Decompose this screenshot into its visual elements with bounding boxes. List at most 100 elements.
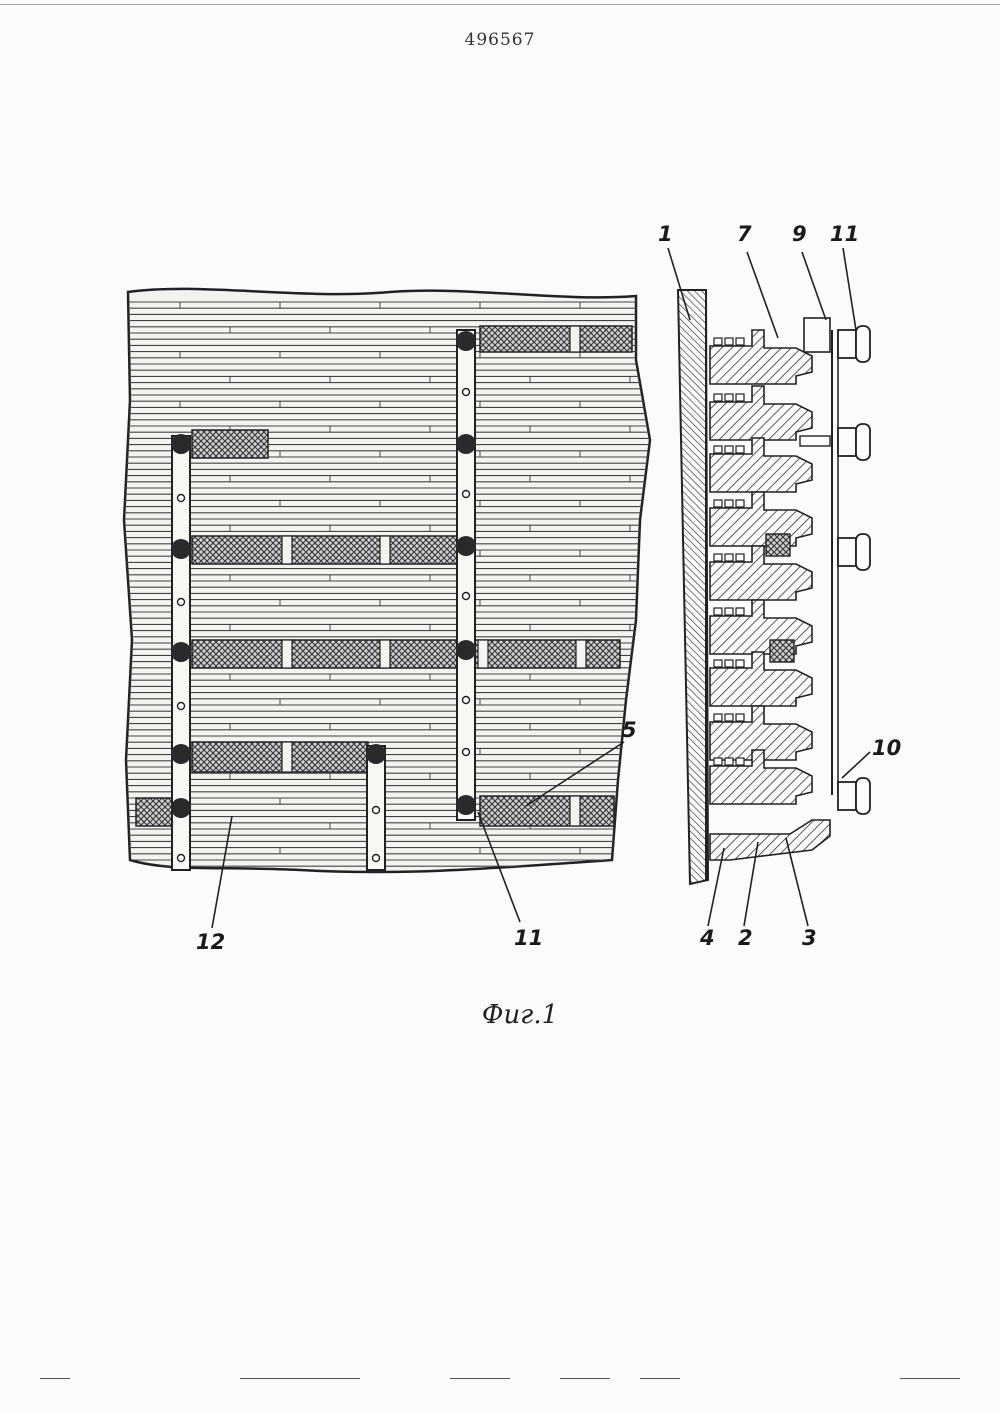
bolt-hole [178,855,185,862]
label-2: 2 [738,926,753,950]
scan-mark [560,1378,610,1379]
label-12: 12 [196,930,225,954]
stud-anchor [171,434,191,454]
panel-divider [570,796,580,826]
small-cell [736,338,744,345]
small-cell [714,758,722,765]
figure-caption: Фиг.1 [420,1000,620,1030]
small-cell [714,338,722,345]
bolt-hole [463,697,470,704]
panel-divider [380,640,390,668]
panel-divider [282,640,292,668]
bolt-hole [463,749,470,756]
small-cell [736,554,744,561]
hatched-insert [770,640,794,662]
label-4: 4 [700,926,715,950]
small-cell [725,446,733,453]
bolt-head [838,538,856,566]
scan-mark [240,1378,360,1379]
stud-anchor [456,795,476,815]
bolt-nut [856,424,870,460]
bolt-head [838,782,856,810]
stud-anchor [171,798,191,818]
small-cell [725,660,733,667]
stud-anchor [456,640,476,660]
bolt-hole [463,491,470,498]
hatched-panel [192,742,368,772]
scan-mark [0,4,1000,5]
small-cell [714,500,722,507]
small-cell [714,660,722,667]
hatched-insert [766,534,790,556]
panel-divider [380,536,390,564]
small-cell [736,660,744,667]
label-7: 7 [737,222,752,246]
small-cell [725,608,733,615]
label-11-top: 11 [830,222,859,246]
stud-anchor [366,744,386,764]
hatched-panel [192,430,268,458]
panel-divider [570,326,580,352]
hatched-panel [480,796,614,826]
bolt-hole [178,599,185,606]
hatched-panel [192,640,620,668]
stud-anchor [456,434,476,454]
label-11-bottom: 11 [514,926,543,950]
bolt-hole [178,703,185,710]
panel-divider [478,640,488,668]
scan-mark [900,1378,960,1379]
stud-anchor [456,331,476,351]
panel-divider [282,742,292,772]
stud-anchor [171,642,191,662]
small-cell [714,714,722,721]
bottom-block [710,820,830,860]
small-cell [714,608,722,615]
small-cell [725,554,733,561]
bolt-hole [373,807,380,814]
clamp-tab [800,436,830,446]
small-cell [714,446,722,453]
bolt-nut [856,326,870,362]
hatched-panel [480,326,632,352]
panel-divider [282,536,292,564]
small-cell [725,394,733,401]
small-cell [725,500,733,507]
small-cell [736,608,744,615]
label-9: 9 [792,222,807,246]
bolt-head [838,330,856,358]
small-cell [736,758,744,765]
small-cell [725,714,733,721]
stud-anchor [171,744,191,764]
bolt-nut [856,778,870,814]
scan-mark [640,1378,680,1379]
small-cell [714,394,722,401]
small-cell [736,446,744,453]
label-3: 3 [802,926,817,950]
top-clamp [804,318,830,352]
small-cell [736,500,744,507]
strip-bar [457,330,475,820]
panel-divider [576,640,586,668]
label-5: 5 [622,718,637,742]
stud-anchor [456,536,476,556]
small-cell [725,758,733,765]
label-10: 10 [872,736,901,760]
bolt-hole [373,855,380,862]
bolt-hole [463,389,470,396]
scan-mark [40,1378,70,1379]
scan-mark [450,1378,510,1379]
stud-anchor [171,539,191,559]
bolt-hole [178,495,185,502]
section-view [678,290,870,884]
hatched-panel [192,536,462,564]
section-elements [710,318,870,860]
bolt-hole [463,593,470,600]
small-cell [736,714,744,721]
small-cell [736,394,744,401]
small-cell [714,554,722,561]
small-cell [725,338,733,345]
bolt-head [838,428,856,456]
wall-plan-view [120,289,660,872]
label-1: 1 [658,222,673,246]
